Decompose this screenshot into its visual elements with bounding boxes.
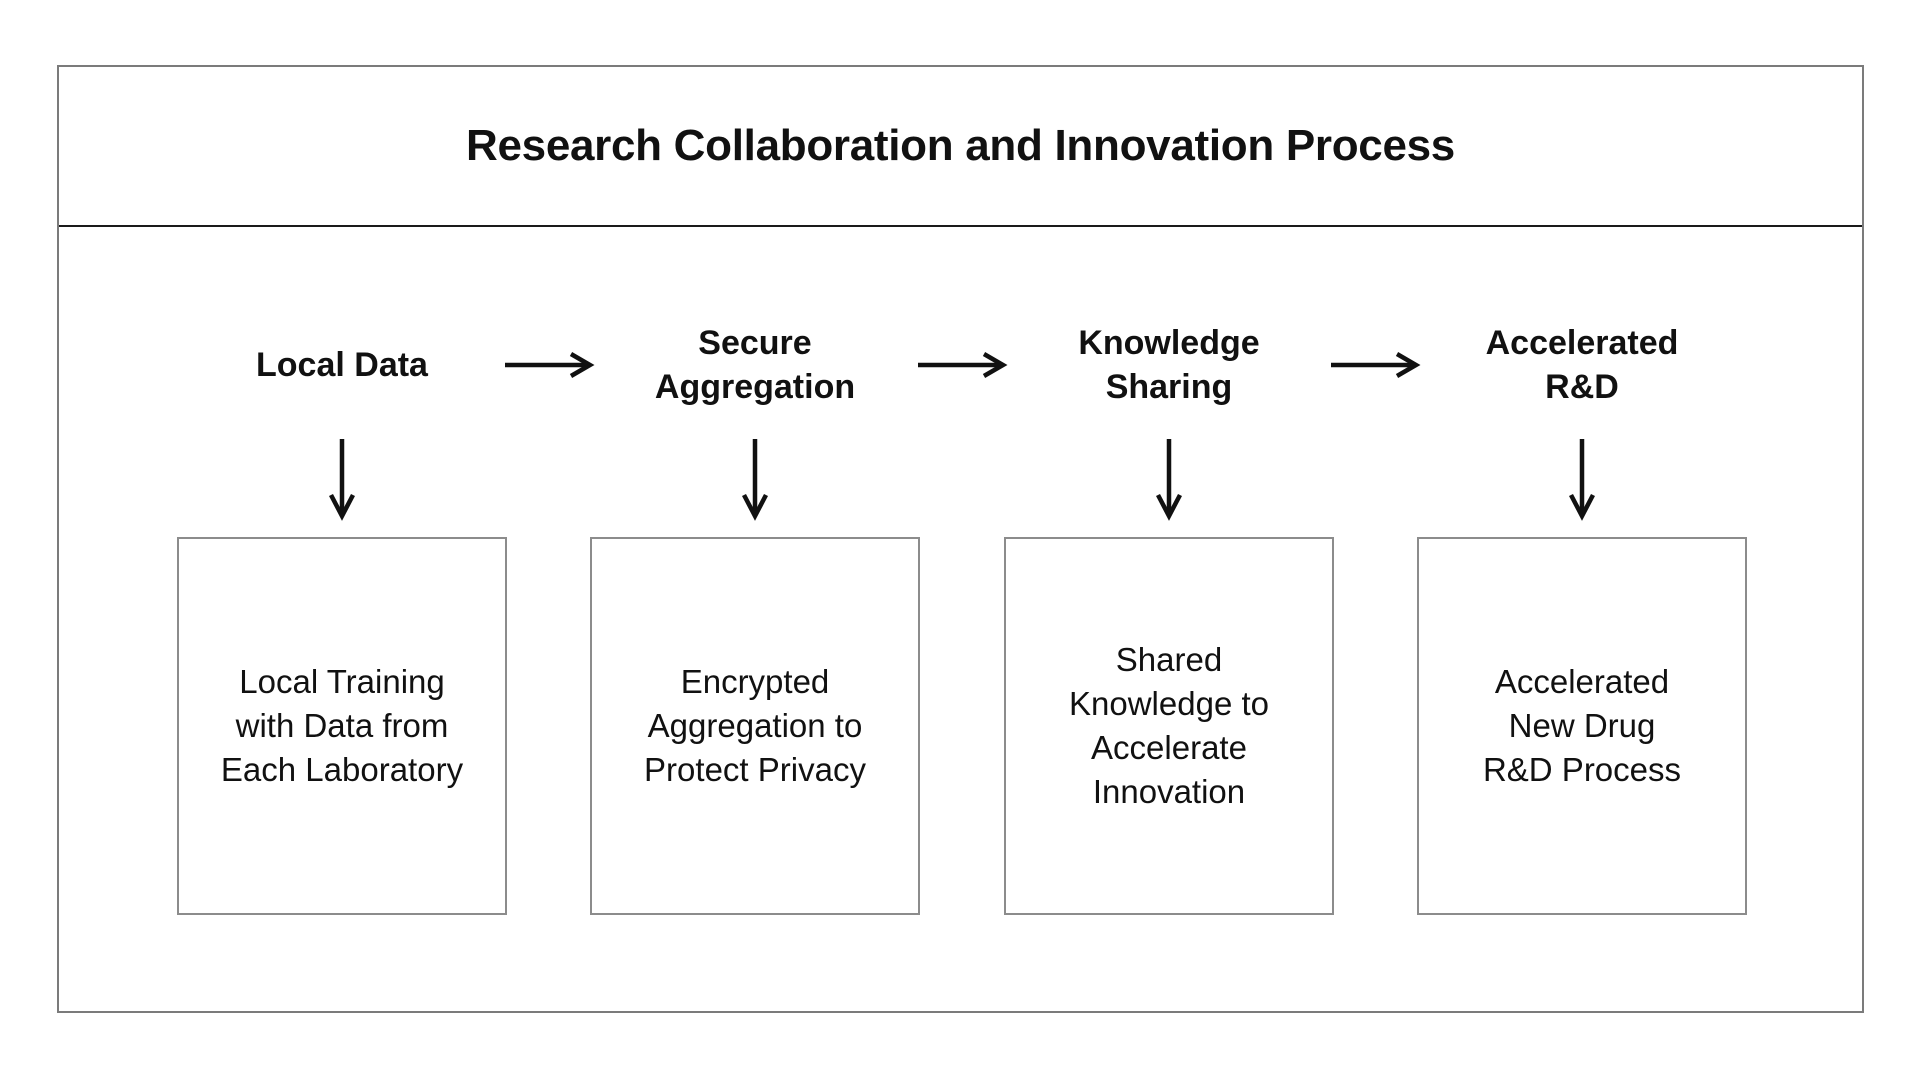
stage-detail-box: Accelerated New Drug R&D Process	[1417, 537, 1747, 915]
stage-detail-text: Shared Knowledge to Accelerate Innovatio…	[1069, 641, 1269, 810]
stage-column-secure-aggregation: Secure Aggregation Encrypted Aggregation…	[590, 317, 920, 915]
title-bar: Research Collaboration and Innovation Pr…	[59, 67, 1862, 227]
stage-label: Secure Aggregation	[654, 324, 856, 406]
stage-detail-text: Encrypted Aggregation to Protect Privacy	[644, 663, 866, 788]
diagram-title: Research Collaboration and Innovation Pr…	[466, 121, 1455, 170]
stage-detail-text: Local Training with Data from Each Labor…	[220, 663, 464, 788]
stage-detail-box: Shared Knowledge to Accelerate Innovatio…	[1004, 537, 1334, 915]
arrow-down-icon	[1569, 439, 1595, 521]
stage-label: Accelerated R&D	[1485, 324, 1679, 406]
arrow-right-icon	[1331, 352, 1421, 378]
stage-label: Local Data	[256, 346, 428, 384]
stage-column-local-data: Local Data Local Training with Data from…	[177, 317, 507, 915]
arrow-right-icon	[918, 352, 1008, 378]
arrow-down-icon	[742, 439, 768, 521]
diagram-frame: Research Collaboration and Innovation Pr…	[57, 65, 1864, 1013]
arrow-down-icon	[329, 439, 355, 521]
stage-column-accelerated-rd: Accelerated R&D Accelerated New Drug R&D…	[1417, 317, 1747, 915]
stage-detail-box: Local Training with Data from Each Labor…	[177, 537, 507, 915]
stage-detail-text: Accelerated New Drug R&D Process	[1482, 663, 1682, 788]
stage-detail-box: Encrypted Aggregation to Protect Privacy	[590, 537, 920, 915]
stage-column-knowledge-sharing: Knowledge Sharing Shared Knowledge to Ac…	[1004, 317, 1334, 915]
arrow-down-icon	[1156, 439, 1182, 521]
arrow-right-icon	[505, 352, 595, 378]
stage-label: Knowledge Sharing	[1078, 324, 1260, 406]
